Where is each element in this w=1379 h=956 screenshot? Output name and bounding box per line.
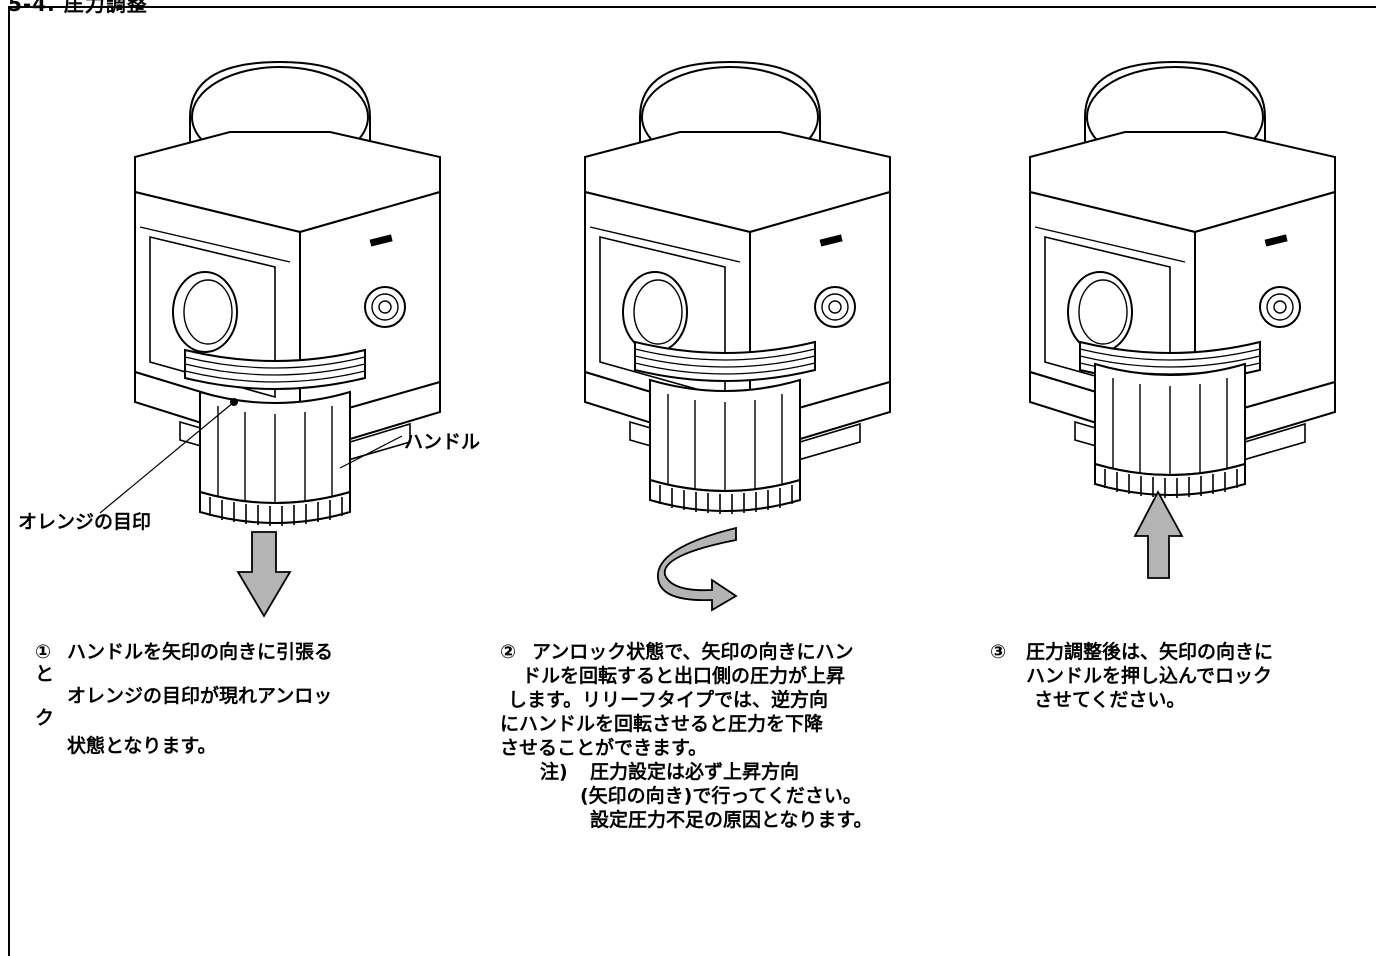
step-1-line: と <box>35 663 55 685</box>
step-2-number: ② <box>500 641 517 663</box>
step-1-line: 状態となります。 <box>67 735 217 757</box>
regulator-3 <box>1029 61 1336 499</box>
orange-mark-leader <box>99 401 235 514</box>
step-3-line: ハンドルを押し込んでロック <box>1026 665 1273 687</box>
diagram-frame <box>8 6 1376 956</box>
step-1-line: ク <box>35 707 55 729</box>
push-up-arrow-icon <box>1133 490 1184 579</box>
step-3: ③ 圧力調整後は、矢印の向きに ハンドルを押し込んでロック させてください。 <box>990 640 1370 730</box>
step-2: ② アンロック状態で、矢印の向きにハン ドルを回転すると出口側の圧力が上昇 しま… <box>500 640 950 900</box>
step-1-number: ① <box>35 641 52 663</box>
pull-down-arrow-icon <box>236 531 292 618</box>
step-2-line: します。リリーフタイプでは、逆方向 <box>508 689 828 711</box>
step-2-note-line: (矢印の向き)で行ってください。 <box>580 785 862 807</box>
step-3-line: させてください。 <box>1034 689 1186 711</box>
step-2-note-line: 設定圧力不足の原因となります。 <box>590 809 873 831</box>
step-3-line: 圧力調整後は、矢印の向きに <box>1026 641 1274 663</box>
rotate-arrow-icon <box>657 526 738 612</box>
handle-leader <box>339 435 403 469</box>
regulator-2 <box>584 61 891 515</box>
step-2-note-label: 注) <box>540 761 568 783</box>
regulator-1 <box>134 61 441 527</box>
handle-label: ハンドル <box>404 431 481 453</box>
step-1: ① ハンドルを矢印の向きに引張る と オレンジの目印が現れアンロッ ク 状態とな… <box>35 640 435 770</box>
step-3-number: ③ <box>990 641 1007 663</box>
step-2-note-line: 圧力設定は必ず上昇方向 <box>590 761 800 783</box>
section-heading: 5-4. 圧力調整 <box>8 0 148 16</box>
step-1-line: オレンジの目印が現れアンロッ <box>67 685 333 707</box>
orange-mark-label: オレンジの目印 <box>18 511 152 533</box>
step-1-line: ハンドルを矢印の向きに引張る <box>67 641 334 663</box>
step-2-line: にハンドルを回転させると圧力を下降 <box>500 713 824 735</box>
step-2-line: させることができます。 <box>500 737 708 759</box>
step-2-line: アンロック状態で、矢印の向きにハン <box>532 641 854 663</box>
step-2-line: ドルを回転すると出口側の圧力が上昇 <box>522 665 846 687</box>
